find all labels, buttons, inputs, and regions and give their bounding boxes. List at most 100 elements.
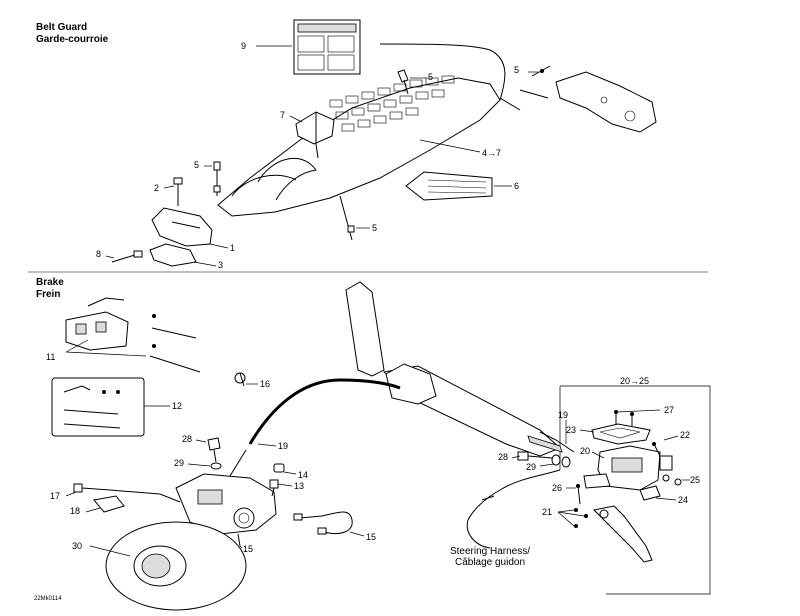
callout-23: 23	[566, 425, 576, 435]
leader-21a	[557, 509, 575, 513]
fastener-5-top	[397, 69, 409, 95]
leader-11a	[65, 339, 89, 353]
callout-12: 12	[172, 401, 182, 411]
fastener-5-lower	[339, 195, 355, 241]
leader-22	[663, 435, 679, 441]
callout-29b: 29	[526, 462, 536, 472]
bracket-screws	[576, 484, 581, 505]
leader-29a	[187, 463, 211, 467]
leader-8	[105, 255, 115, 259]
brake-title: Brake Frein	[36, 277, 64, 301]
bolt-8	[111, 250, 143, 263]
leader-29b	[539, 463, 555, 467]
belt-guard-title-en: Belt Guard	[36, 22, 88, 33]
brake-title-fr: Frein	[36, 289, 61, 300]
callout-5b: 5	[514, 65, 519, 75]
callout-24: 24	[678, 495, 688, 505]
callout-5d: 5	[372, 223, 377, 233]
hose-clamp	[234, 372, 246, 387]
callout-18: 18	[70, 506, 80, 516]
callout-28b: 28	[498, 452, 508, 462]
callout-11: 11	[46, 352, 55, 362]
caution-decal	[405, 171, 493, 201]
caliper-bolt	[73, 483, 181, 503]
callout-30: 30	[72, 541, 82, 551]
bolt-2	[173, 177, 183, 206]
brake-pad-kit	[65, 297, 201, 373]
leader-3	[193, 261, 217, 267]
handlebar	[345, 281, 561, 457]
caliper-bracket	[93, 495, 125, 513]
leader-23	[579, 429, 595, 433]
brake-title-en: Brake	[36, 277, 64, 288]
brake-disc	[105, 521, 247, 611]
leader-19a	[257, 443, 277, 447]
belt-guard-title-fr: Garde-courroie	[36, 34, 109, 45]
switch-screws	[652, 442, 673, 471]
callout-9: 9	[241, 41, 246, 51]
steering-harness-label-fr: Câblage guidon	[454, 557, 526, 568]
bleeder-cap	[273, 463, 285, 473]
callout-20-25: 20→25	[620, 376, 649, 386]
leader-21c	[557, 511, 575, 527]
leader-28b	[511, 455, 521, 459]
master-cylinder	[583, 445, 661, 491]
callout-19a: 19	[278, 441, 288, 451]
warning-label-sticker	[293, 19, 361, 75]
callout-5a: 5	[428, 72, 433, 82]
hose-fitting	[229, 449, 247, 477]
callout-20: 20	[580, 446, 590, 456]
callout-7: 7	[280, 110, 285, 120]
callout-16: 16	[260, 379, 270, 389]
callout-6: 6	[514, 181, 519, 191]
callout-5c: 5	[194, 160, 199, 170]
callout-25: 25	[690, 475, 700, 485]
banjo-bolt-right	[517, 451, 571, 468]
callout-19b: 19	[558, 410, 568, 420]
callout-1: 1	[230, 243, 235, 253]
fastener-5-top-right	[531, 65, 551, 77]
callout-29a: 29	[174, 458, 184, 468]
leader-15a	[349, 531, 365, 537]
support-bracket	[151, 207, 213, 247]
pivot-bolt	[639, 485, 661, 501]
pin-kit-box	[51, 377, 145, 437]
lever-pivot-parts	[662, 474, 682, 486]
harness-connector	[481, 495, 495, 501]
leader-13	[277, 483, 293, 487]
callout-2: 2	[154, 183, 159, 193]
callout-17: 17	[50, 491, 60, 501]
steering-harness-label: Steering Harness/ Câblage guidon	[430, 546, 550, 568]
belt-guard-title: Belt Guard Garde-courroie	[36, 22, 108, 46]
callout-8: 8	[96, 249, 101, 259]
leader-28a	[195, 439, 207, 443]
lower-bracket	[149, 243, 197, 267]
leader-7	[289, 115, 303, 123]
callout-4-7: 4→7	[482, 148, 501, 158]
leader-11b	[65, 351, 147, 357]
brake-caliper	[175, 473, 277, 547]
guard-clip	[295, 111, 335, 159]
figure-code: 22Mk0114	[34, 596, 62, 602]
callout-13: 13	[294, 481, 304, 491]
callout-27: 27	[664, 405, 674, 415]
callout-26: 26	[552, 483, 562, 493]
callout-28a: 28	[182, 434, 192, 444]
leader-1	[209, 243, 229, 249]
leader-18	[85, 507, 101, 513]
leader-27	[617, 409, 661, 413]
leader-30	[89, 545, 131, 557]
callout-15a: 15	[366, 532, 376, 542]
banjo-bolt-left	[207, 437, 222, 470]
fastener-5-left	[213, 161, 221, 196]
reservoir-screws	[614, 410, 634, 426]
leader-10-15	[239, 545, 243, 549]
callout-21: 21	[542, 507, 552, 517]
brake-hose	[248, 378, 401, 445]
master-cylinder-hose	[527, 431, 575, 453]
guard-mount-bracket	[519, 71, 657, 133]
leader-4-7	[419, 139, 481, 153]
leader-24	[655, 497, 677, 501]
leader-2	[163, 185, 175, 189]
